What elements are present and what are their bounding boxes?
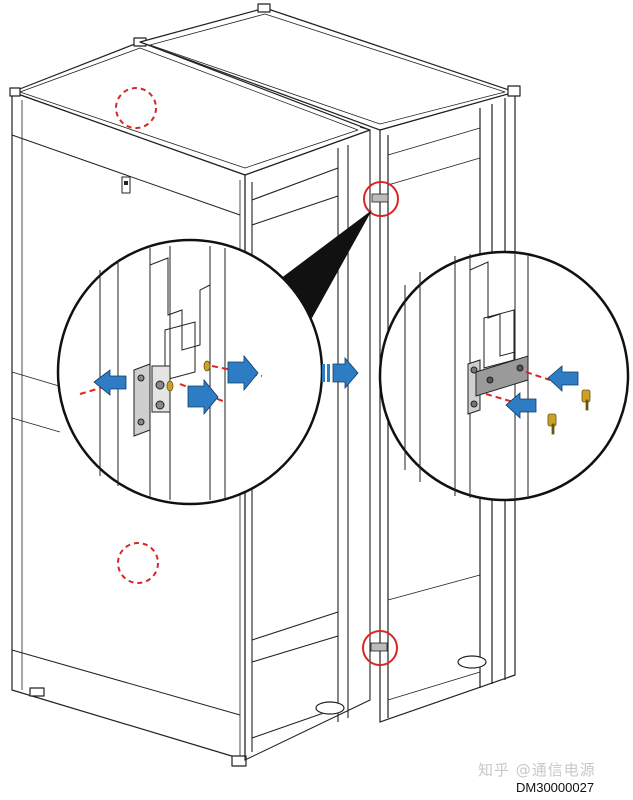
callout-pointer (272, 210, 372, 318)
top-hole-marker (115, 87, 157, 129)
hole-markers (115, 87, 159, 584)
next-step-arrow (322, 356, 359, 390)
upper-bracket-marker (363, 181, 399, 217)
small-brackets (370, 193, 389, 652)
zoom-detail-remove (56, 238, 324, 506)
zoom-detail-install (378, 250, 630, 502)
lower-bracket-marker (362, 630, 398, 666)
drawing-code: DM30000027 (516, 780, 595, 795)
bracket-markers (362, 181, 399, 666)
watermark-text: 知乎 @通信电源 (478, 761, 596, 779)
side-hole-marker (117, 542, 159, 584)
